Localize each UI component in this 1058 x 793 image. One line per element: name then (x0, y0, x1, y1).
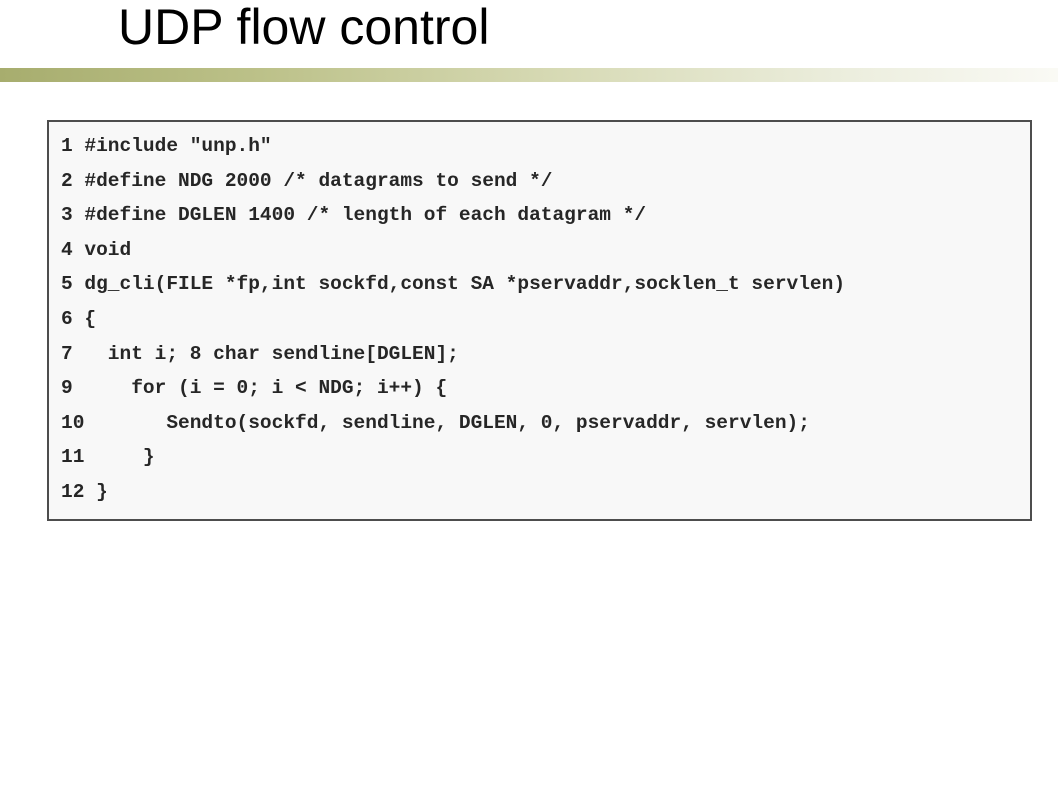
code-line-3: 3 #define DGLEN 1400 /* length of each d… (61, 204, 647, 227)
code-line-6: 6 { (61, 307, 97, 330)
code-line-11: 11 } (61, 446, 155, 469)
code-line-2: 2 #define NDG 2000 /* datagrams to send … (61, 169, 553, 192)
code-line-1: 1 #include "unp.h" (61, 135, 272, 157)
code-line-7: 7 int i; 8 char sendline[DGLEN]; (61, 342, 459, 365)
code-line-9: 9 for (i = 0; i < NDG; i++) { (61, 377, 448, 400)
code-block: 1 #include "unp.h" 2 #define NDG 2000 /*… (47, 120, 1032, 521)
code-line-4: 4 void (61, 238, 132, 261)
title-underline-bar (0, 68, 1058, 82)
code-line-12: 12 } (61, 480, 108, 503)
code-line-10: 10 Sendto(sockfd, sendline, DGLEN, 0, ps… (61, 411, 810, 434)
slide-title: UDP flow control (118, 0, 490, 55)
code-lines: 1 #include "unp.h" 2 #define NDG 2000 /*… (61, 129, 845, 510)
code-line-5: 5 dg_cli(FILE *fp,int sockfd,const SA *p… (61, 273, 846, 296)
